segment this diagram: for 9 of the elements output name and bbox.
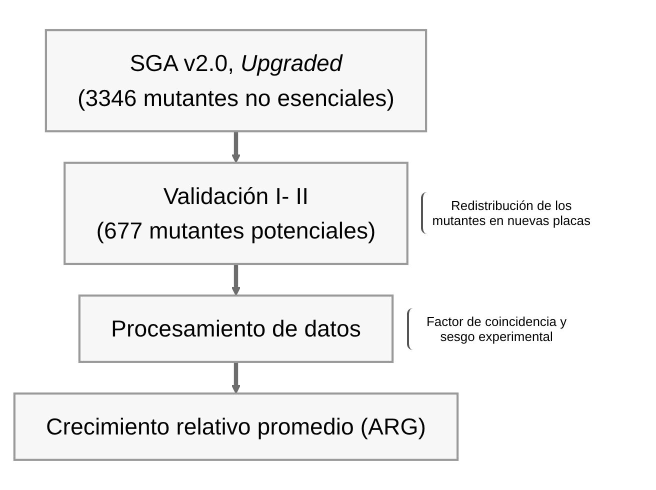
arrow bbox=[231, 264, 241, 296]
node-box: SGA v2.0, Upgraded (3346 mutantes no esenciales) bbox=[44, 29, 428, 132]
node-box: Procesamiento de datos bbox=[78, 294, 394, 363]
side-note: Factor de coincidencia y sesgo experimental bbox=[406, 308, 577, 350]
arrow bbox=[231, 362, 241, 394]
side-note: Redistribución de los mutantes en nuevas placas bbox=[421, 192, 592, 234]
node-box: Crecimiento relativo promedio (ARG) bbox=[13, 392, 459, 461]
arrow bbox=[231, 131, 241, 164]
node-box: Validación I- II (677 mutantes potenciales) bbox=[64, 162, 408, 266]
